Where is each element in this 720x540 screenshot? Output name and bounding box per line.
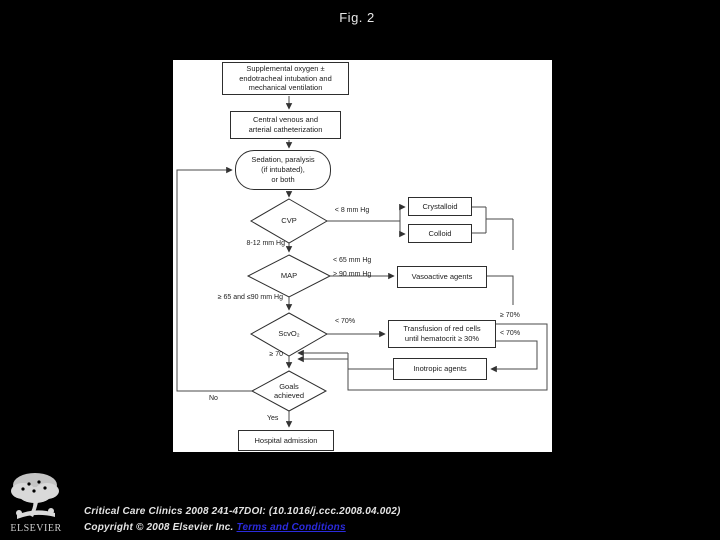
node-transfusion: Transfusion of red cells until hematocri… (388, 320, 496, 348)
scvo2-diamond-label: ScvO₂ (278, 329, 300, 338)
map-diamond (246, 254, 332, 298)
edge-goals-no-loop (176, 166, 252, 392)
flowchart-canvas: Supplemental oxygen ± endotracheal intub… (173, 60, 552, 452)
node-sedation: Sedation, paralysis (if intubated), or b… (235, 150, 331, 190)
edge-fluids-merge-rail (472, 206, 514, 250)
scvo2-diamond (249, 312, 329, 357)
edge-vasoactive-rail (487, 275, 514, 305)
label-transfusion-low: < 70% (500, 330, 521, 337)
citation-line: Critical Care Clinics 2008 241-47DOI: (1… (84, 506, 401, 517)
label-cvp-target: 8-12 mm Hg (246, 240, 285, 247)
label-map-target: ≥ 65 and ≤90 mm Hg (217, 294, 283, 301)
cvp-diamond-label: CVP (281, 216, 297, 225)
node-vasoactive-agents: Vasoactive agents (397, 266, 487, 288)
flowchart-connectors (176, 96, 548, 428)
node-colloid: Colloid (408, 224, 472, 243)
label-map-low: < 65 mm Hg (333, 257, 372, 264)
elsevier-wordmark: ELSEVIER (10, 523, 62, 534)
goals-diamond (250, 370, 328, 412)
label-scvo2-low: < 70% (335, 318, 356, 325)
elsevier-logo: ELSEVIER (5, 471, 67, 537)
edge-cvp-fluids (327, 207, 401, 234)
figure-title: Fig. 2 (339, 10, 375, 25)
label-map-high: > 90 mm Hg (333, 271, 372, 278)
node-catheterization: Central venous and arterial catheterizat… (230, 111, 341, 139)
goals-diamond-label: Goals achieved (273, 382, 305, 400)
edge-transfusion-high-return (347, 323, 548, 391)
node-crystalloid: Crystalloid (408, 197, 472, 216)
label-cvp-low: < 8 mm Hg (334, 207, 370, 214)
label-goals-no: No (209, 395, 218, 402)
label-goals-yes: Yes (267, 415, 279, 422)
elsevier-tree-icon (11, 473, 59, 519)
node-hospital-admission: Hospital admission (238, 430, 334, 451)
terms-and-conditions-link[interactable]: Terms and Conditions (236, 522, 346, 533)
node-inotropic-agents: Inotropic agents (393, 358, 487, 380)
copyright-text: Copyright © 2008 Elsevier Inc. (84, 522, 237, 533)
label-transfusion-high: ≥ 70% (500, 312, 520, 319)
copyright-line: Copyright © 2008 Elsevier Inc. Terms and… (84, 522, 346, 533)
node-supplemental-oxygen: Supplemental oxygen ± endotracheal intub… (222, 62, 349, 95)
label-scvo2-target: ≥ 70 (269, 351, 283, 358)
map-diamond-label: MAP (280, 271, 298, 280)
cvp-diamond (250, 198, 328, 244)
edge-transfusion-low-inotropic (490, 340, 538, 373)
